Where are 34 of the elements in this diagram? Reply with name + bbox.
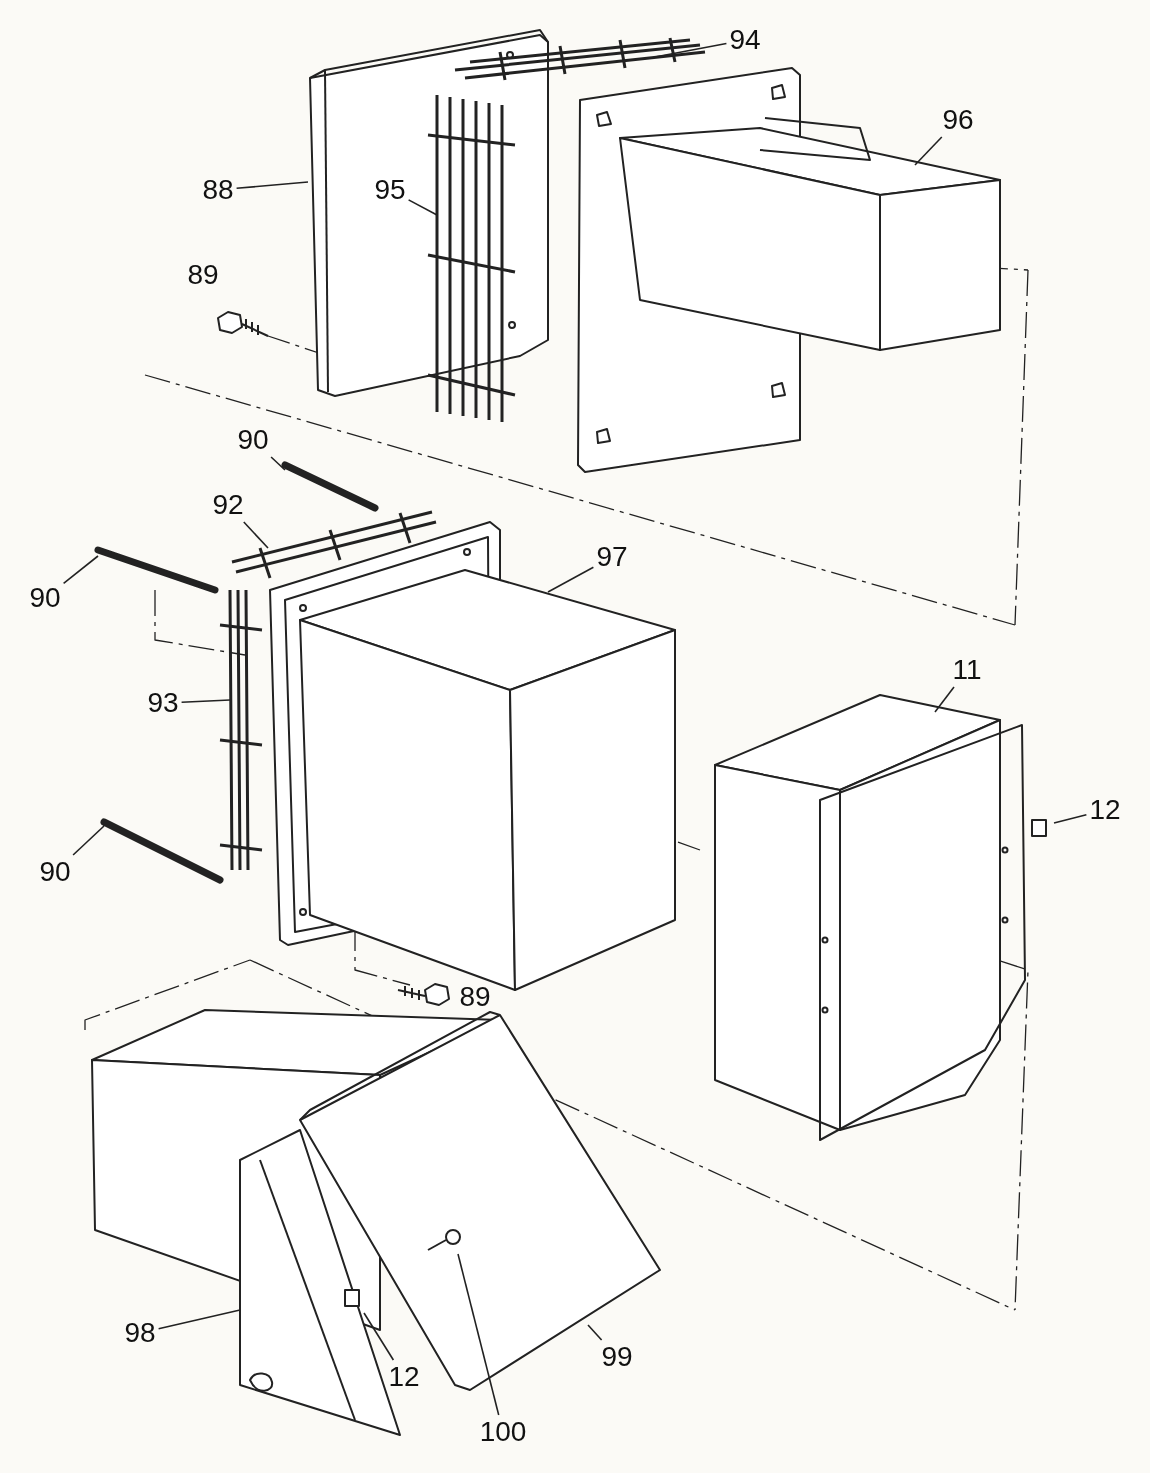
callout-number: 94	[729, 26, 761, 54]
leader-line	[407, 199, 438, 216]
leader-line	[62, 555, 99, 585]
leader-line	[270, 456, 286, 471]
leader-line	[654, 42, 728, 58]
callout-number: 100	[479, 1418, 527, 1446]
leader-line	[157, 1309, 241, 1330]
callout-number: 90	[39, 858, 71, 886]
callout-number: 96	[942, 106, 974, 134]
callout-number: 95	[374, 176, 406, 204]
leader-line	[1053, 813, 1088, 824]
callout-number: 99	[601, 1343, 633, 1371]
callout-number: 11	[952, 656, 982, 684]
callout-number: 89	[459, 983, 491, 1011]
callout-number: 12	[388, 1363, 420, 1391]
leader-line	[934, 686, 955, 713]
callout-number: 98	[124, 1319, 156, 1347]
callout-number: 12	[1089, 796, 1121, 824]
leader-line	[457, 1253, 500, 1416]
leader-line	[243, 521, 269, 549]
leader-line	[180, 699, 231, 703]
callout-number: 97	[596, 543, 628, 571]
leader-line	[363, 1312, 395, 1361]
leader-line	[587, 1324, 603, 1341]
callout-number: 90	[29, 584, 61, 612]
leader-line	[235, 181, 309, 190]
leader-line	[914, 136, 943, 166]
callout-number: 88	[202, 176, 234, 204]
leader-line	[72, 825, 105, 856]
callout-number: 89	[187, 261, 219, 289]
callout-number: 90	[237, 426, 269, 454]
callout-number: 93	[147, 689, 179, 717]
callout-number: 92	[212, 491, 244, 519]
leader-line	[547, 566, 595, 593]
